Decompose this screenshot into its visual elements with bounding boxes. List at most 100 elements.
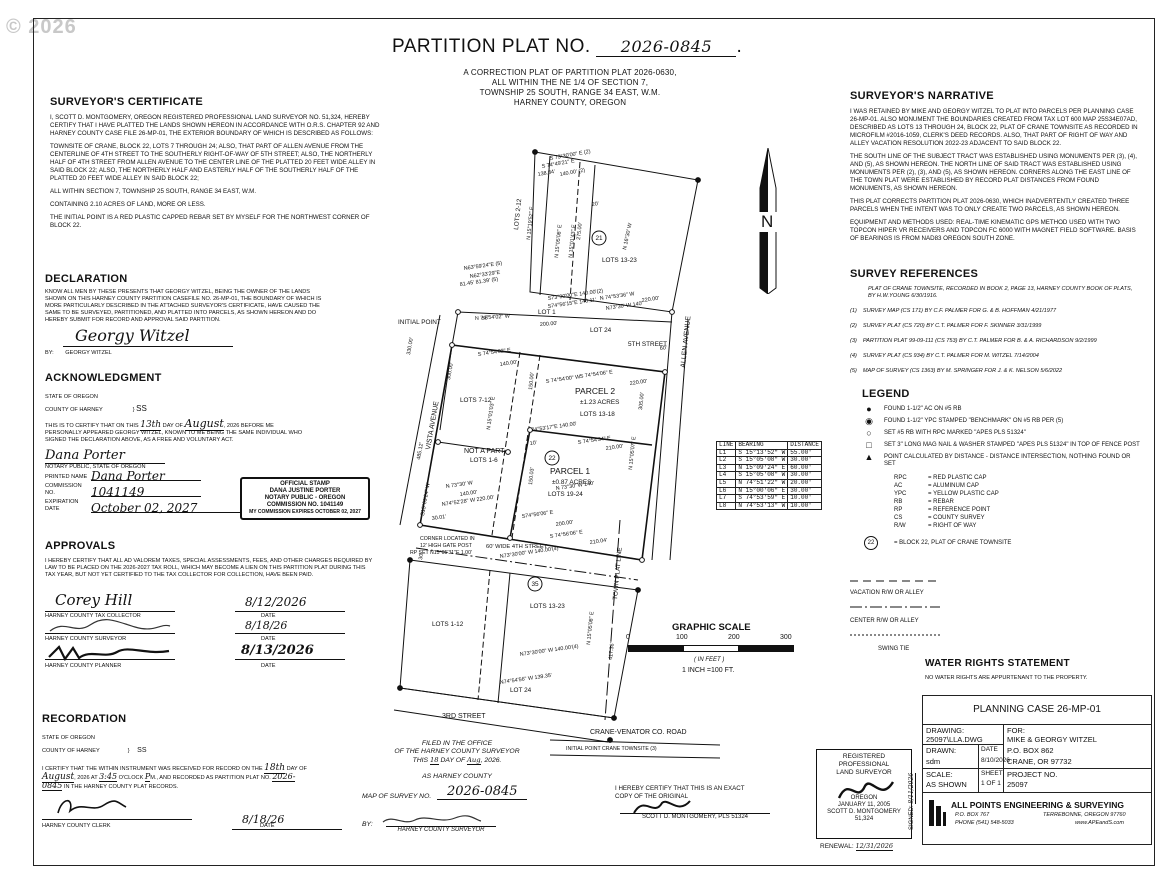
surveyor-certificate: SURVEYOR'S CERTIFICATE I, SCOTT D. MONTG… (50, 96, 380, 235)
lot-label: LOT 1 (538, 309, 556, 316)
parcel-1-area: ±0.87 ACRES (552, 479, 591, 486)
bearing-label: 220.00' (629, 379, 647, 387)
found-monument-icon (635, 587, 641, 593)
declaration-signature-line: Georgy Witzel (45, 326, 325, 350)
parcel-1-lots: LOTS 19-24 (548, 491, 583, 498)
graphic-scale-bar (628, 645, 794, 652)
approval-role: HARNEY COUNTY PLANNER (45, 663, 122, 669)
bearing-label: 55' (481, 315, 489, 322)
street-label: 60' WIDE 4TH STREET (486, 544, 548, 550)
bearing-label: S 74°54'00" W (545, 374, 581, 385)
commission-number: 1041149 (91, 486, 201, 498)
plat-sheet-border (33, 18, 1155, 866)
lot-label: LOTS 2-12 (513, 198, 523, 230)
bearing-label: 305.00' (638, 392, 646, 410)
title-block-header: PARTITION PLAT NO. 2026-0845. (392, 36, 792, 58)
acknowledgment: ACKNOWLEDGMENT STATE OF OREGON COUNTY OF… (45, 372, 375, 514)
county-planner-signature (48, 645, 170, 662)
found-monument-icon (407, 557, 413, 563)
graphic-scale-ratio: 1 INCH =100 FT. (682, 667, 735, 674)
lot-label: LOT 24 (510, 687, 532, 694)
initial-point-label: INITIAL POINT (398, 319, 441, 326)
sheet-number: 1 OF 1 (981, 780, 1001, 787)
certificate-paragraph: THE INITIAL POINT IS A RED PLASTIC CAPPE… (50, 214, 370, 229)
planning-case: PLANNING CASE 26-MP-01 (923, 696, 1151, 725)
plat-title-prefix: PARTITION PLAT NO. (392, 36, 591, 57)
recordation: RECORDATION STATE OF OREGON COUNTY OF HA… (42, 713, 362, 830)
watermark: © 2026 (6, 16, 77, 38)
set-monument-icon (669, 309, 675, 315)
block-number: 35 (531, 581, 539, 588)
block-number: 22 (548, 455, 556, 462)
plat-labels: PARCEL 2 ±1.23 ACRES LOTS 13-18 PARCEL 1… (398, 198, 692, 752)
recorded-plat-number: 2026-0845 (42, 772, 296, 791)
found-ac-icon: ● (866, 404, 872, 414)
not-a-part-lots: LOTS 1-6 (470, 457, 498, 464)
narrative-paragraph: EQUIPMENT AND METHODS USED: REAL-TIME KI… (850, 219, 1136, 242)
exact-copy-signature (633, 800, 691, 814)
drawing-file: 25097\LLA.DWG (926, 735, 983, 744)
reference-item: SURVEY PLAT (CS 934) BY C.T. PALMER FOR … (862, 353, 1039, 359)
client-name: MIKE & GEORGY WITZEL (1007, 735, 1097, 744)
bearing-label: N 15°01'43" E (568, 224, 578, 258)
lot-label: LOTS 7-12 (460, 397, 492, 404)
filed-by-role: HARNEY COUNTY SURVEYOR (386, 826, 496, 833)
subtitle-line: HARNEY COUNTY, OREGON (513, 98, 627, 107)
plat-linework (393, 151, 720, 759)
bearing-label: N 15°05'07" E (628, 436, 638, 470)
subtitle-line: TOWNSHIP 25 SOUTH, RANGE 34 EAST, W.M. (479, 88, 661, 97)
bearing-label: 300.00' (446, 362, 455, 380)
drawn-date: 8/10/2026 (981, 757, 1010, 764)
approval-date: 8/18/26 (245, 619, 288, 632)
bearing-label: S 74°49'21" E (541, 158, 575, 170)
declaration-body: KNOW ALL MEN BY THESE PRESENTS THAT GEOR… (45, 289, 322, 323)
certificate-paragraph: CONTAINING 2.10 ACRES OF LAND, MORE OR L… (50, 201, 206, 208)
reference-item: PLAT OF CRANE TOWNSITE, RECORDED IN BOOK… (868, 286, 1133, 299)
bearing-label: 140.00' (2) (559, 168, 585, 178)
bearing-label: 417.36' (608, 642, 616, 660)
section-heading: RECORDATION (42, 713, 127, 725)
bearing-label: 140.00' (459, 490, 477, 498)
parcel-2-lots: LOTS 13-18 (580, 411, 615, 418)
lot-label: LOTS 1-12 (432, 621, 464, 628)
notary-printed-name: Dana Porter (91, 470, 201, 482)
bearing-label: N 74°53'36" W (599, 291, 635, 302)
drawn-by: sdm (926, 757, 941, 766)
set-monument-icon (505, 449, 511, 455)
title-block: PLANNING CASE 26-MP-01 DRAWING: 25097\LL… (922, 695, 1152, 845)
parcel-2-label: PARCEL 2 (575, 386, 615, 396)
found-monument-icon (611, 715, 617, 721)
set-monument-icon (449, 342, 455, 348)
section-heading: APPROVALS (45, 540, 116, 552)
line-types: VACATION R/W OR ALLEY CENTER R/W OR ALLE… (850, 572, 970, 653)
graphic-scale-title: GRAPHIC SCALE (672, 622, 751, 633)
narrative-paragraph: I WAS RETAINED BY MIKE AND GEORGY WITZEL… (850, 108, 1138, 147)
reference-item: MAP OF SURVEY (CS 1363) BY M. SPRINGER F… (862, 368, 1063, 374)
ack-day: 13th (140, 420, 162, 431)
section-heading: LEGEND (862, 388, 910, 400)
section-heading: SURVEYOR'S NARRATIVE (850, 90, 994, 102)
certificate-body: I, SCOTT D. MONTGOMERY, OREGON REGISTERE… (50, 114, 380, 230)
set-monument-icon (455, 309, 461, 315)
narrative-paragraph: THE SOUTH LINE OF THE SUBJECT TRACT WAS … (850, 153, 1137, 192)
corner-note: CORNER LOCATED IN (420, 536, 475, 542)
commission-expiration: October 02, 2027 (91, 502, 241, 514)
street-label: TOWN PLAT LINE (612, 547, 624, 600)
bearing-label: N 15°05'08" E (554, 224, 564, 258)
set-monument-icon (527, 427, 533, 433)
center-line-icon (850, 606, 940, 608)
bearing-label: 60' (659, 345, 667, 352)
reference-item: PARTITION PLAT 99-09-111 (CS 753) BY C.T… (862, 338, 1097, 344)
street-label: 5TH STREET (628, 341, 667, 348)
bearing-label: 200.00' (540, 321, 558, 328)
bearing-label: S74°56'06" E (521, 510, 554, 520)
bearing-label: N 74°54'02" W (475, 314, 511, 322)
bearing-label: N62°33'29"E (469, 270, 501, 280)
lot-label: LOTS 13-23 (530, 603, 565, 610)
filed-by: BY: (362, 812, 485, 828)
bearing-label: N 15°01'03" E (486, 396, 497, 430)
renewal-date: RENEWAL: 12/31/2026 (820, 842, 893, 851)
